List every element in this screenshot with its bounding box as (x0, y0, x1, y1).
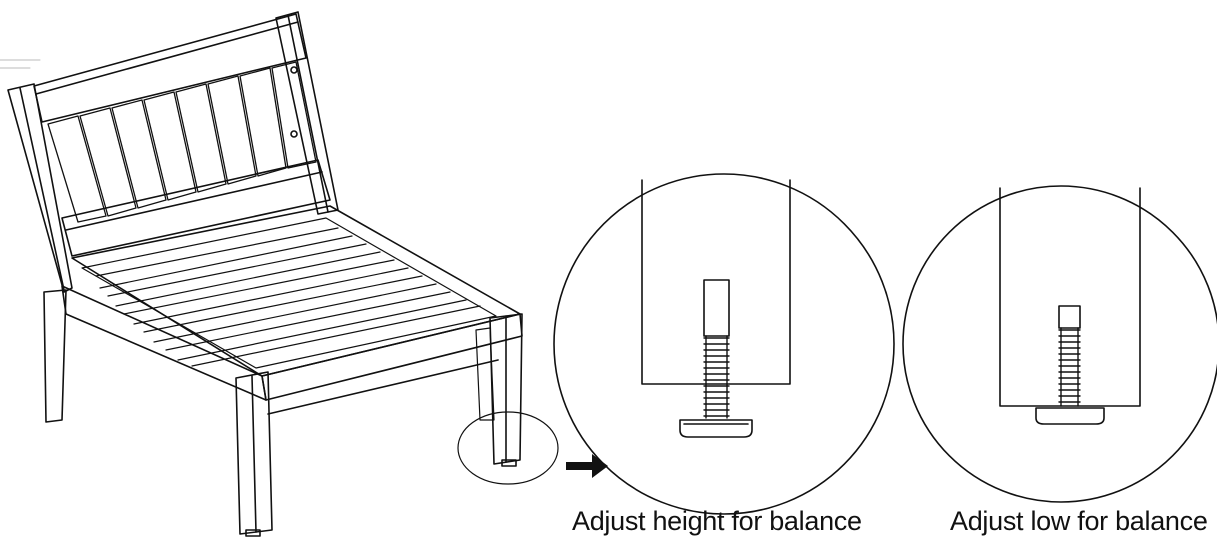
adjustable-foot-lowered (902, 185, 1217, 503)
caption-adjust-height: Adjust height for balance (572, 506, 862, 536)
arrow-right-icon (566, 454, 608, 478)
adjustable-foot-raised (553, 173, 895, 515)
chair-illustration (0, 11, 559, 537)
caption-adjust-low: Adjust low for balance (950, 506, 1208, 536)
